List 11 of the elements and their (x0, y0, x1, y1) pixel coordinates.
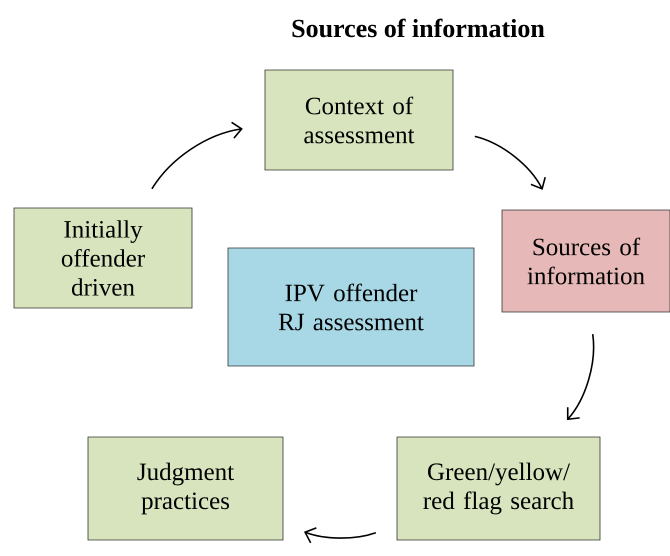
process-box: Judgment practices (88, 436, 284, 540)
process-box: Green/yellow/ red flag search (396, 436, 600, 540)
arrow (151, 122, 243, 190)
arrow (566, 334, 594, 420)
process-box: Context of assessment (264, 70, 454, 170)
process-box: Initially offender driven (14, 208, 192, 308)
arrow (474, 136, 546, 190)
process-box: Sources of information (502, 210, 670, 312)
process-box: IPV offender RJ assessment (228, 248, 474, 366)
title: Sources of information (292, 18, 544, 38)
arrow (304, 527, 376, 544)
